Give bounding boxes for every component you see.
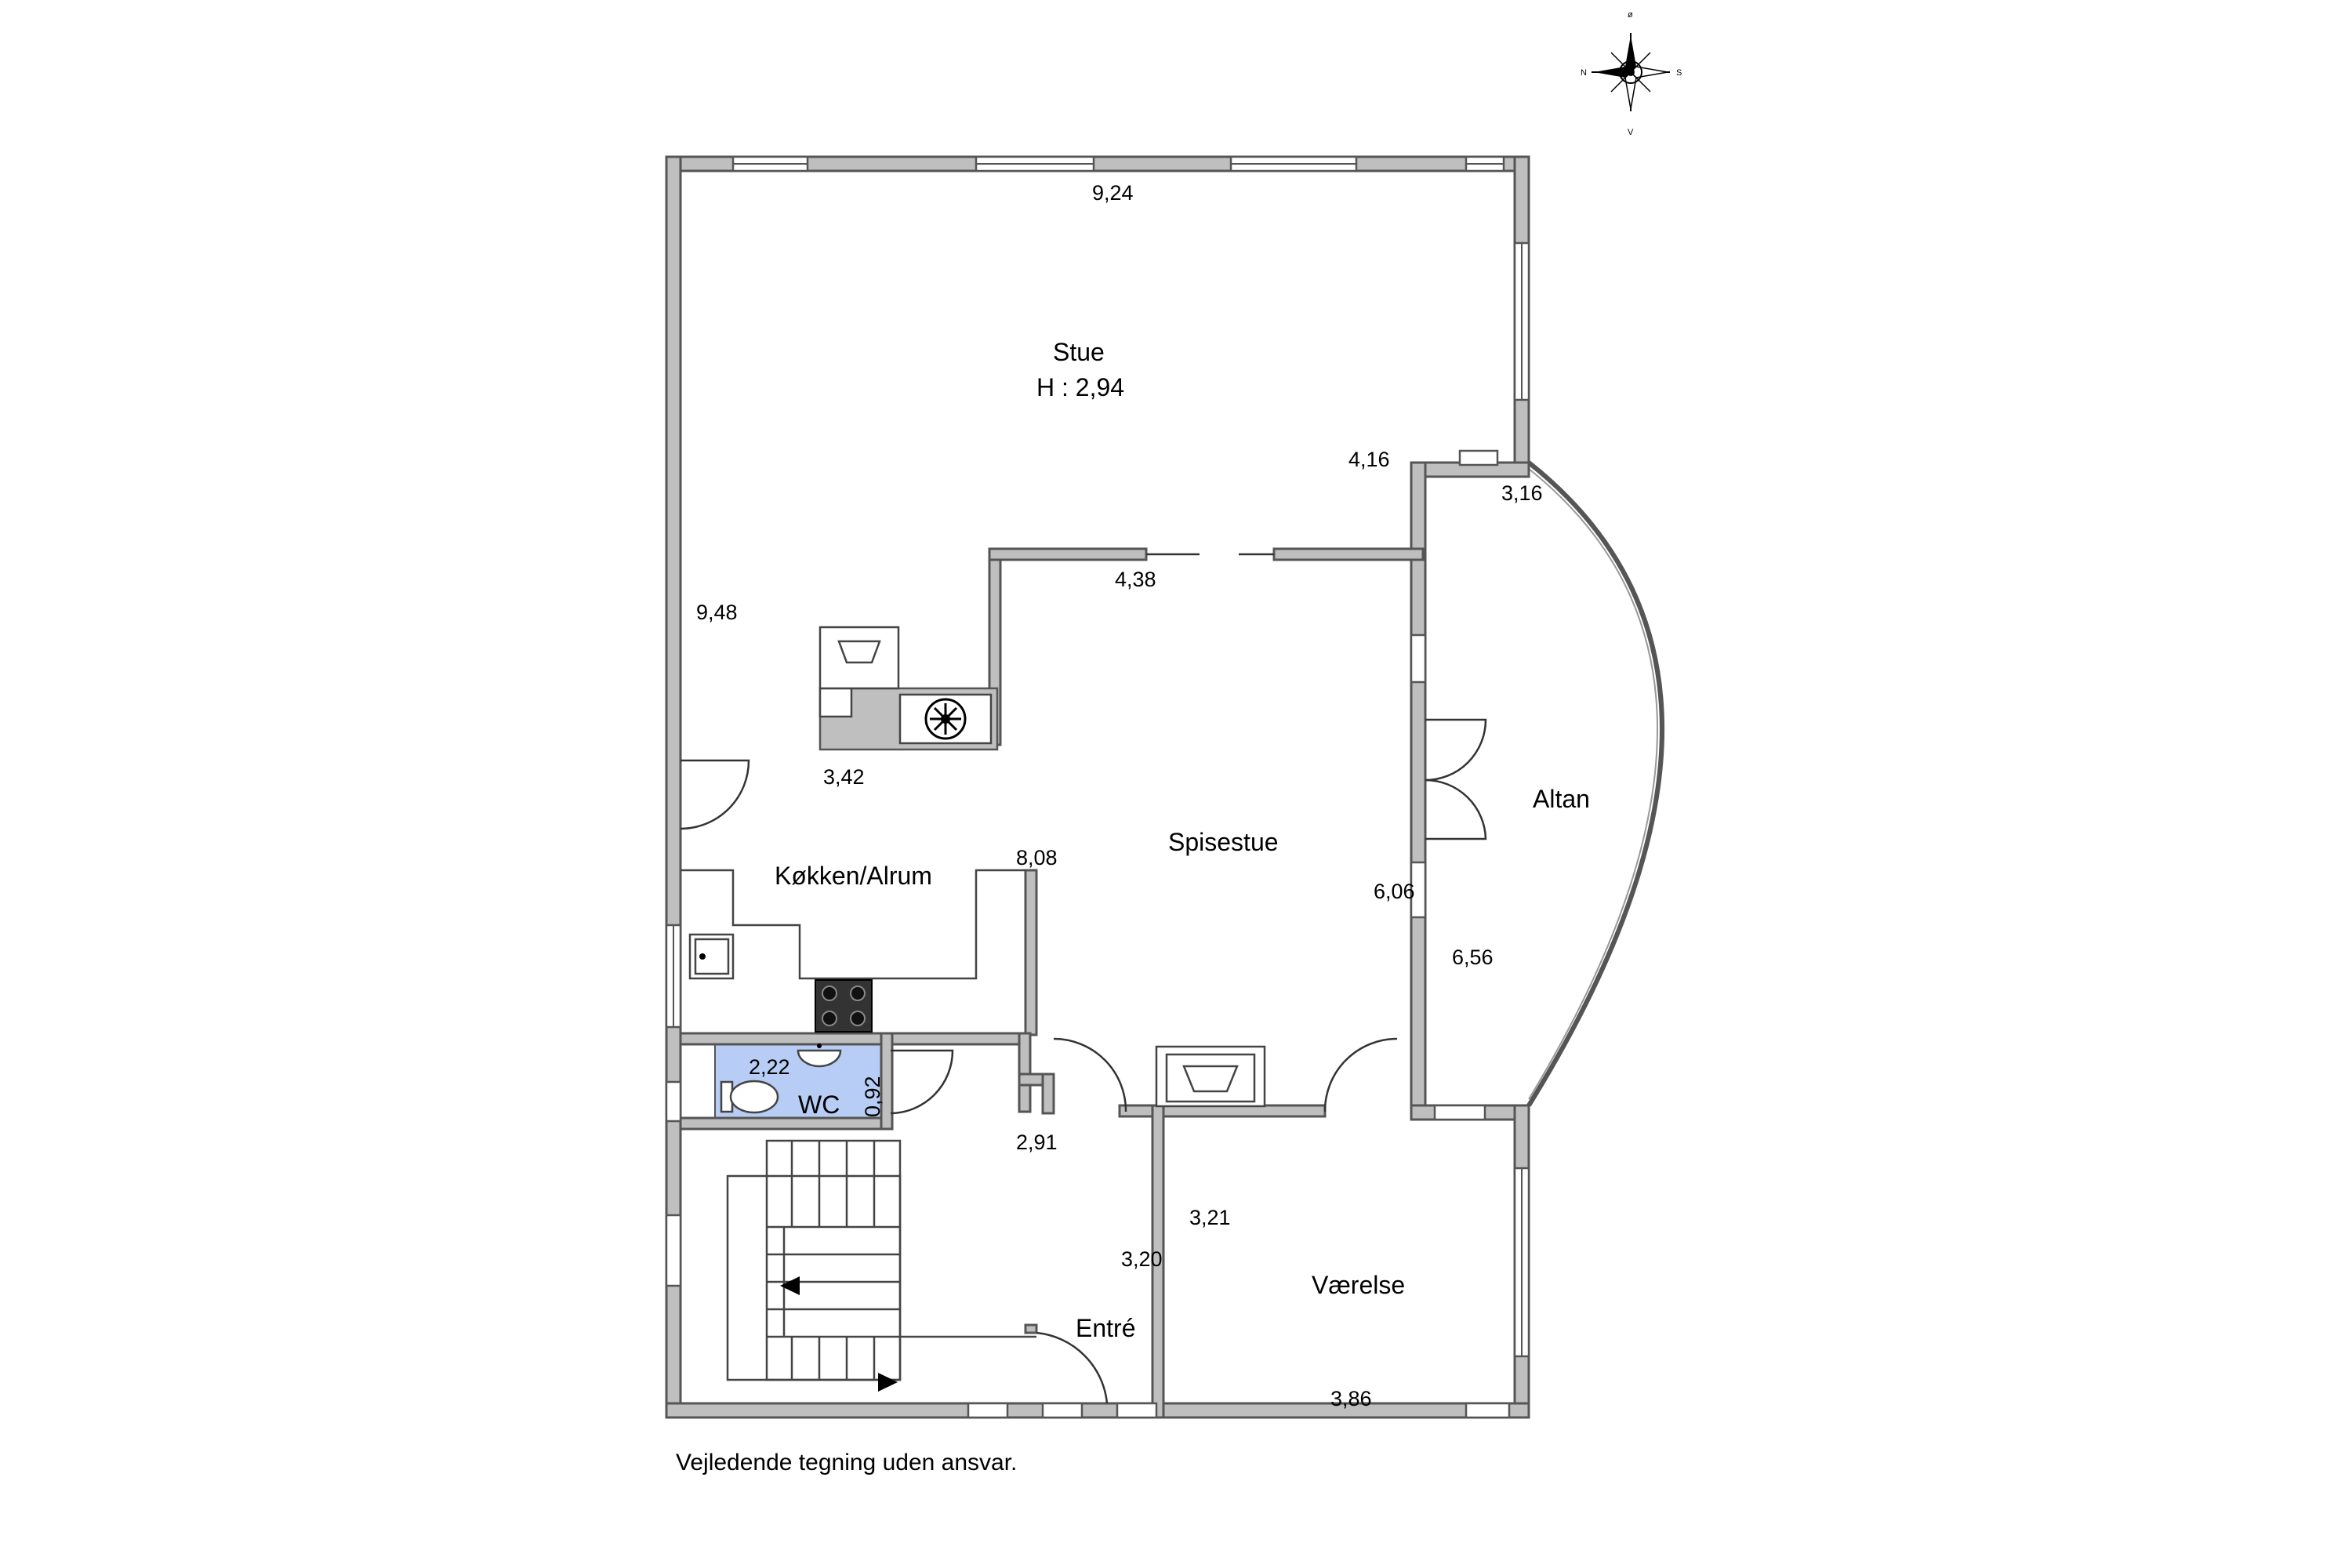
dim-stue-inner-wall: 4,38	[1115, 568, 1156, 591]
dim-left-height: 9,48	[696, 601, 738, 624]
room-label-entre: Entré	[1076, 1314, 1135, 1342]
stair-arrow-up-icon	[780, 1276, 800, 1295]
dim-wc-width: 2,22	[749, 1055, 790, 1079]
windows	[665, 155, 1530, 1419]
room-label-wc: WC	[798, 1091, 840, 1119]
room-label-stue-height: H : 2,94	[1036, 373, 1124, 401]
disclaimer-text: Vejledende tegning uden ansvar.	[676, 1450, 1017, 1475]
compass-rose: ø N S V	[1581, 10, 1682, 137]
room-label-vaerelse: Værelse	[1312, 1271, 1405, 1299]
compass-north-label: N	[1581, 68, 1587, 78]
kitchen-counter	[818, 626, 999, 751]
dim-kitchen-counter: 3,42	[823, 765, 865, 789]
staircase	[726, 1139, 1036, 1392]
gas-burner-icon	[924, 698, 967, 740]
stair-arrow-down-icon	[878, 1373, 898, 1392]
kitchen-l-counter	[681, 869, 1025, 1033]
stove-icon	[815, 979, 873, 1033]
room-label-altan: Altan	[1533, 785, 1590, 813]
sink-icon	[694, 938, 730, 975]
toilet-icon	[720, 1080, 779, 1114]
dim-altan-height: 6,56	[1452, 946, 1494, 969]
doors	[680, 553, 1487, 1404]
dim-spisestue-center: 8,08	[1016, 846, 1058, 869]
washbasin-icon	[797, 1044, 842, 1068]
dim-altan-top: 3,16	[1501, 481, 1543, 505]
dim-vaerelse-bottom: 3,86	[1330, 1387, 1372, 1410]
dim-wc-depth: 0,92	[861, 1076, 884, 1117]
compass-west-label: V	[1628, 128, 1634, 137]
compass-south-label: S	[1676, 68, 1682, 78]
dim-top-width: 9,24	[1092, 181, 1134, 205]
room-label-stue: Stue	[1053, 338, 1105, 366]
dim-vaerelse-left: 3,21	[1189, 1206, 1231, 1229]
dim-stue-right: 4,16	[1348, 448, 1390, 471]
dim-entre-right: 3,20	[1121, 1247, 1163, 1271]
compass-east-label: ø	[1628, 10, 1633, 20]
dim-spisestue-right: 6,06	[1374, 880, 1415, 903]
room-label-spisestue: Spisestue	[1168, 828, 1279, 856]
altan-balcony-railing	[1526, 460, 1664, 1107]
dim-hall-width: 2,91	[1016, 1131, 1058, 1154]
room-label-kokken: Køkken/Alrum	[775, 862, 932, 890]
fireplace-icon	[1155, 1045, 1266, 1108]
